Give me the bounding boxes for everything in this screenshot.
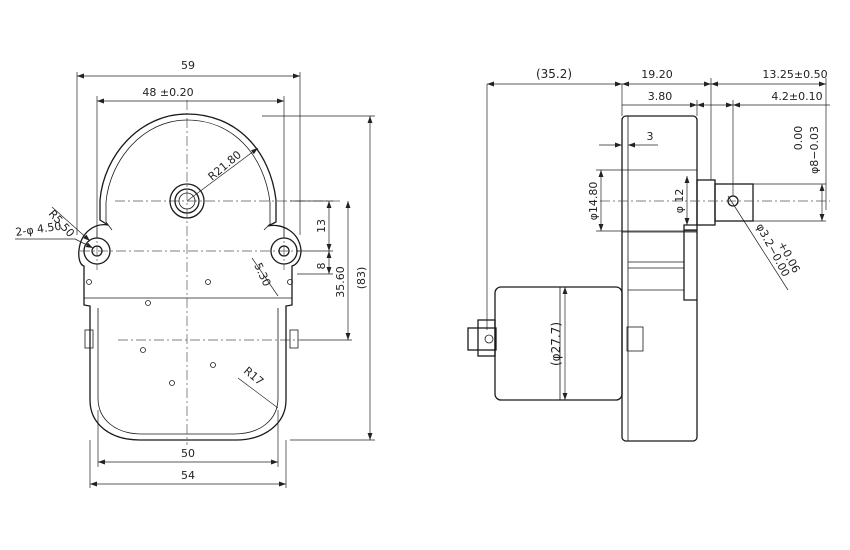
dim-4-2-label: 4.2±0.10 — [771, 90, 822, 103]
dim-19-2-label: 19.20 — [641, 68, 673, 81]
housing-outline — [78, 113, 302, 441]
shaft-outer — [174, 188, 200, 214]
rivet-hole — [287, 279, 293, 285]
rivet-hole — [140, 347, 146, 353]
dim-48-label: 48 ±0.20 — [142, 86, 193, 99]
leader-r5-5 — [51, 206, 91, 242]
dim-phi8-upper-tol: 0.00 — [792, 126, 805, 151]
gearbox-step — [683, 224, 697, 301]
dim-phi14-8-label: φ14.80 — [587, 182, 600, 221]
gearbox-tab — [626, 326, 644, 352]
leader-5-3 — [251, 257, 279, 297]
shaft-bushing — [696, 179, 716, 226]
leader-phi3-2 — [727, 195, 789, 291]
dim-13-25-label: 13.25±0.50 — [762, 68, 827, 81]
dim-59-label: 59 — [181, 59, 195, 72]
rivet-hole — [205, 279, 211, 285]
leader-2phi-arrow — [74, 238, 94, 249]
dim-13-label: 13 — [315, 219, 328, 233]
leader-r17 — [237, 377, 279, 409]
motor-terminal-base — [477, 319, 496, 357]
right-mounting-hole — [278, 245, 290, 257]
rivet-hole — [169, 380, 175, 386]
shaft-boss — [169, 183, 205, 219]
dim-5-3-label: 5.30 — [251, 261, 273, 289]
dim-54-label: 54 — [181, 469, 195, 482]
dim-35-6-label: 35.60 — [334, 266, 347, 298]
dim-3-8-label: 3.80 — [648, 90, 673, 103]
dim-2phi-label: 2-φ 4.50 — [15, 220, 63, 239]
right-side-tab — [289, 329, 299, 349]
terminal-hole — [484, 334, 494, 344]
front-view: 59 48 ±0.20 R5.50 2-φ 4.50 R21.80 13 8 3… — [15, 59, 375, 488]
rivet-hole — [145, 300, 151, 306]
side-view: (35.2) 19.20 13.25±0.50 3.80 4.2±0.10 3 … — [467, 67, 830, 442]
motor-terminal-lug — [467, 327, 497, 351]
dim-r17-label: R17 — [241, 364, 266, 388]
dim-35-2-label: (35.2) — [536, 67, 572, 81]
rivet-hole — [86, 279, 92, 285]
dim-8-label: 8 — [315, 263, 328, 270]
dim-phi12-label: φ 12 — [673, 189, 686, 214]
dim-50-label: 50 — [181, 447, 195, 460]
output-shaft — [714, 183, 754, 222]
left-side-tab — [84, 329, 94, 349]
housing-inner-outline — [97, 119, 279, 435]
dim-phi8-label: φ8−0.03 — [808, 126, 821, 174]
dim-r21-8-label: R21.80 — [206, 148, 244, 183]
left-mounting-hole — [91, 245, 103, 257]
dim-83-label: (83) — [355, 267, 368, 290]
gearbox-body — [621, 115, 698, 442]
dim-phi27-7-label: (φ27.7) — [549, 322, 563, 366]
dim-3-label: 3 — [647, 130, 654, 143]
rivet-hole — [210, 362, 216, 368]
shaft-inner — [178, 192, 196, 210]
leader-r21-8 — [186, 147, 259, 202]
